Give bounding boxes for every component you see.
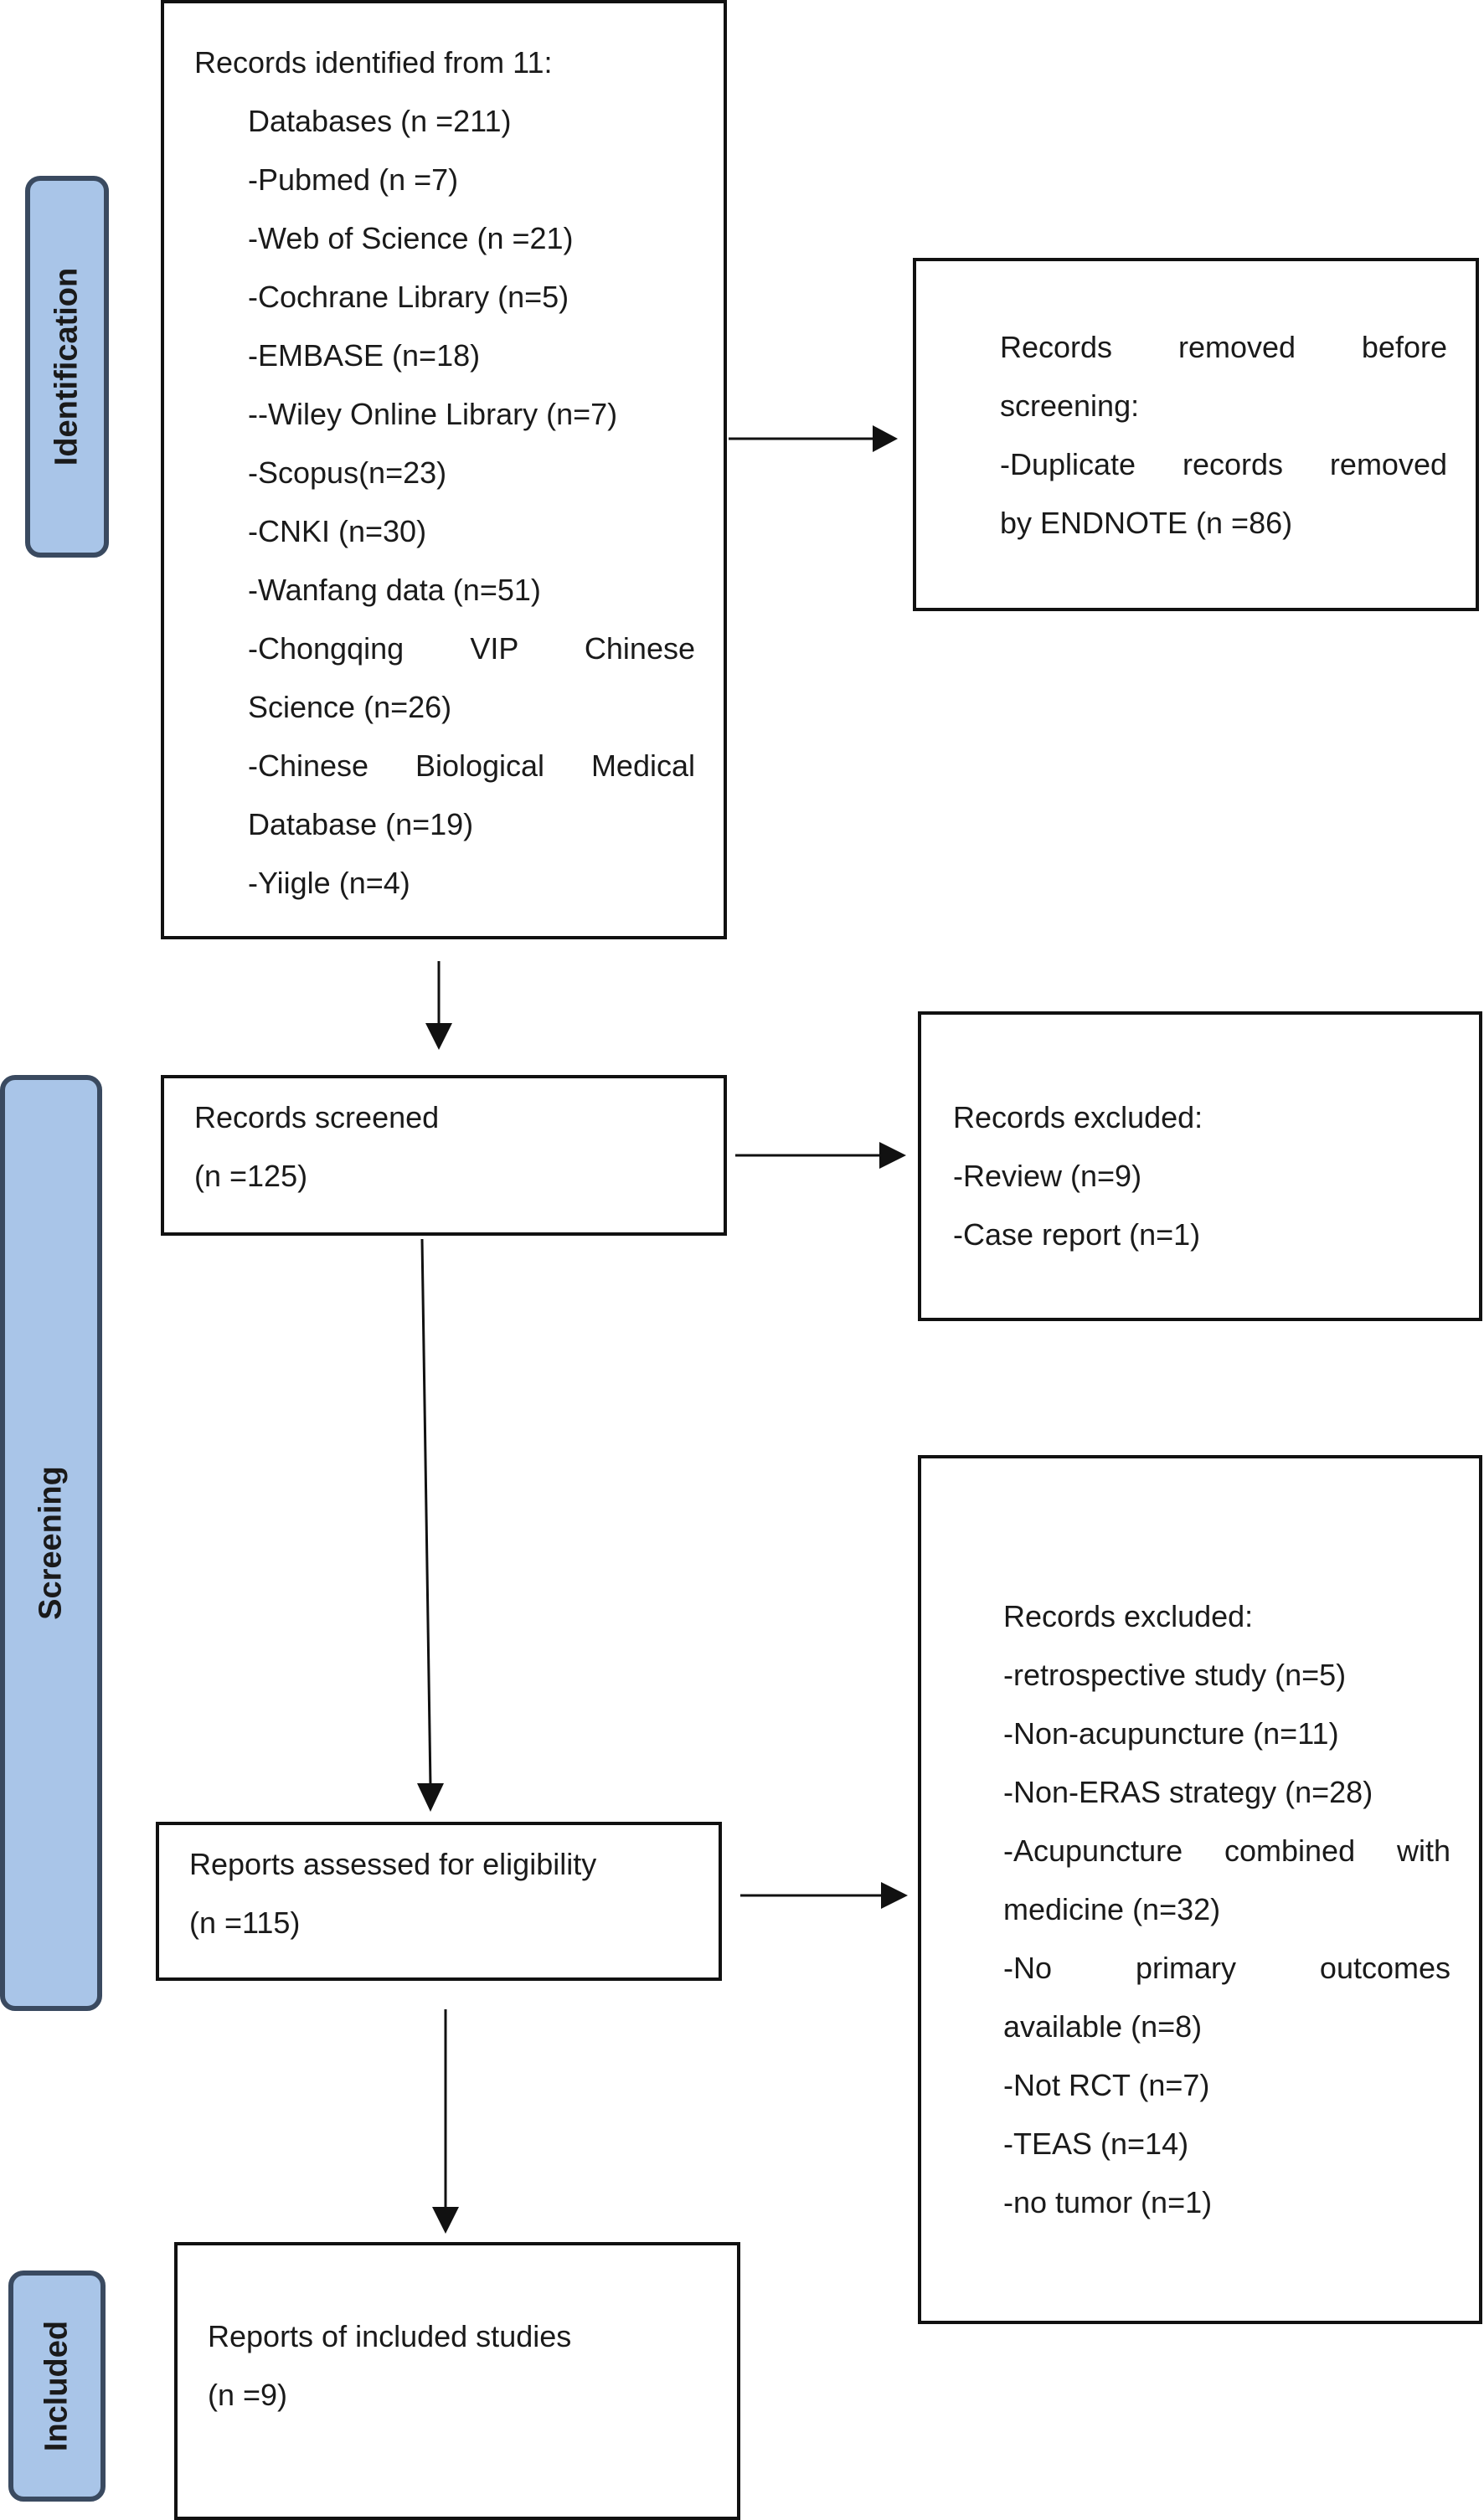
phase-screening: Screening (0, 1075, 102, 2011)
list-item: -Duplicate records removed (1000, 447, 1447, 481)
list-item: --Wiley Online Library (n=7) (248, 397, 618, 431)
arrow-identified-to-screened-head (425, 1023, 452, 1050)
list-item: -Pubmed (n =7) (248, 162, 459, 197)
eligibility-box: Reports assessed for eligibility (n =115… (156, 1822, 722, 1981)
list-item: Science (n=26) (248, 690, 452, 724)
list-item: -Scopus(n=23) (248, 455, 447, 490)
records-identified-box: Records identified from 11: Databases (n… (161, 0, 727, 939)
list-item: screening: (1000, 388, 1140, 423)
arrow-screened-to-eligibility (420, 1238, 432, 1787)
list-item: by ENDNOTE (n =86) (1000, 506, 1293, 540)
records-excluded-screening-box: Records excluded: -Review (n=9) -Case rep… (918, 1011, 1482, 1321)
list-item: -CNKI (n=30) (248, 514, 427, 548)
list-item: -No primary outcomes (1003, 1951, 1451, 1985)
list-item: -Chinese Biological Medical (248, 748, 695, 783)
records-removed-box: Records removed before screening: -Duplica… (913, 258, 1479, 611)
records-excluded-screening-list: -Review (n=9) -Case report (n=1) (953, 1147, 1203, 1264)
list-item: -EMBASE (n=18) (248, 338, 481, 373)
list-item: Databases (n =211) (248, 104, 512, 138)
records-identified-list: Databases (n =211) -Pubmed (n =7) -Web of … (248, 92, 695, 913)
records-excluded-eligibility-list: -retrospective study (n=5) -Non-acupunctu… (1003, 1646, 1451, 2232)
included-studies-count: (n =9) (208, 2378, 288, 2412)
list-item: -Acupuncture combined with (1003, 1833, 1451, 1868)
list-item: -no tumor (n=1) (1003, 2185, 1213, 2219)
phase-identification: Identification (25, 176, 109, 558)
list-item: available (n=8) (1003, 2009, 1203, 2044)
eligibility-title: Reports assessed for eligibility (189, 1847, 597, 1881)
arrow-screened-to-excluded-head (879, 1142, 906, 1169)
list-item: -Review (n=9) (953, 1159, 1142, 1193)
records-identified-heading: Records identified from 11: (194, 45, 553, 80)
list-item: -Not RCT (n=7) (1003, 2068, 1210, 2102)
included-studies-box: Reports of included studies (n =9) (174, 2242, 740, 2520)
records-screened-box: Records screened (n =125) (161, 1075, 727, 1236)
records-removed-list: Records removed before screening: -Duplica… (1000, 318, 1447, 553)
records-screened-title: Records screened (194, 1100, 440, 1134)
list-item: medicine (n=32) (1003, 1892, 1221, 1926)
list-item: -Case report (n=1) (953, 1217, 1201, 1252)
arrow-eligibility-to-excluded-head (881, 1882, 908, 1909)
records-excluded-eligibility-box: Records excluded: -retrospective study (… (918, 1455, 1482, 2324)
list-item: -Web of Science (n =21) (248, 221, 574, 255)
list-item: -TEAS (n=14) (1003, 2127, 1189, 2161)
list-item: -Cochrane Library (n=5) (248, 280, 569, 314)
list-item: -Chongqing VIP Chinese (248, 631, 695, 666)
list-item: -Non-acupuncture (n=11) (1003, 1716, 1339, 1751)
list-item: -Wanfang data (n=51) (248, 573, 541, 607)
records-screened-count: (n =125) (194, 1159, 308, 1193)
arrow-identified-to-removed-head (873, 425, 898, 452)
arrow-eligibility-to-included-head (432, 2207, 459, 2234)
list-item: Database (n=19) (248, 807, 474, 841)
list-item: -Non-ERAS strategy (n=28) (1003, 1775, 1373, 1809)
records-excluded-eligibility-heading: Records excluded: (1003, 1599, 1254, 1633)
list-item: Records removed before (1000, 330, 1447, 364)
arrow-screened-to-eligibility-head (417, 1783, 444, 1812)
list-item: -Yiigle (n=4) (248, 866, 410, 900)
included-studies-title: Reports of included studies (208, 2319, 572, 2353)
eligibility-count: (n =115) (189, 1905, 301, 1940)
records-excluded-screening-heading: Records excluded: (953, 1100, 1203, 1134)
phase-included: Included (8, 2271, 106, 2502)
list-item: -retrospective study (n=5) (1003, 1658, 1347, 1692)
